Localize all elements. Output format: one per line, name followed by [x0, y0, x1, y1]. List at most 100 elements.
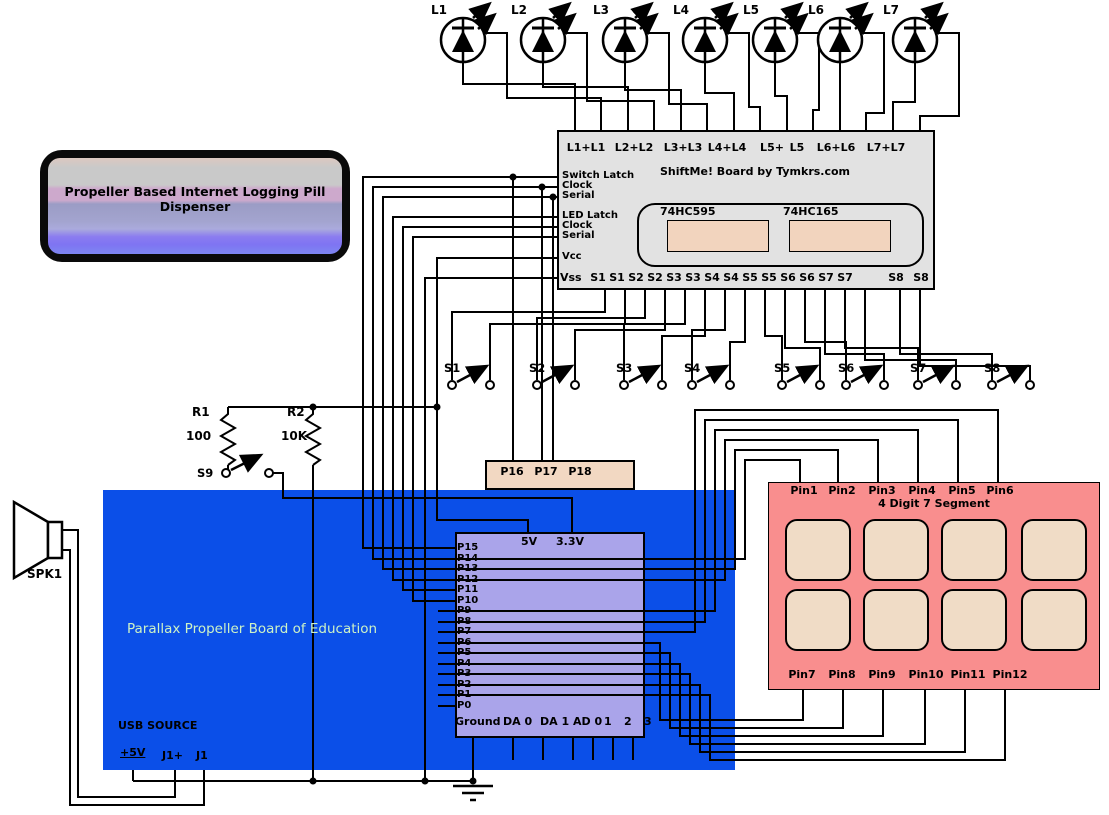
- speaker-driver: [46, 520, 64, 560]
- switch-terminal: [1025, 380, 1035, 390]
- digit-5: [785, 589, 851, 651]
- led-label: L1: [431, 3, 447, 17]
- switch-lever: [996, 364, 1030, 385]
- proto-bottom-pin-label: DA 0: [503, 715, 533, 728]
- switch-feed-wire: [899, 290, 993, 380]
- proto-pin-label: P8: [457, 616, 472, 627]
- segment-board-title: 4 Digit 7 Segment: [878, 497, 990, 510]
- usb-source-label: USB SOURCE: [118, 719, 198, 732]
- led-cathode-wire: [565, 32, 655, 118]
- switch-feed-wire: [623, 290, 686, 380]
- led-anode-triangle: [764, 30, 786, 52]
- switch-terminal: [619, 380, 629, 390]
- switch-return-wire: [574, 290, 666, 380]
- led-anode-wire: [774, 62, 788, 118]
- switch-terminal: [951, 380, 961, 390]
- proto-pin-label: P2: [457, 679, 472, 690]
- proto-bottom-pin-label: 1: [604, 715, 612, 728]
- shiftme-bottom-pin-label: S5: [761, 271, 777, 284]
- proto-bottom-pin-label: Ground: [455, 715, 501, 728]
- led-emission-arrow: [630, 1, 654, 25]
- switch-terminal: [264, 468, 274, 478]
- resistor-body: [303, 407, 323, 466]
- shiftme-bottom-pin-label: S3: [666, 271, 682, 284]
- switch-return-wire: [489, 290, 626, 380]
- segment-top-pin-label: Pin5: [948, 484, 976, 497]
- shiftme-bottom-pin-label: S4: [723, 271, 739, 284]
- switch-lever: [850, 364, 884, 385]
- led-body: [601, 16, 649, 64]
- shiftme-left-pin-label: Switch Latch: [562, 170, 635, 181]
- switch-label: S8: [984, 361, 1000, 375]
- shiftme-top-pin-label: L5+: [760, 141, 784, 154]
- propeller-proto-board: [455, 532, 645, 738]
- proto-pin-label: P15: [457, 542, 479, 553]
- switch-feed-wire: [451, 290, 606, 380]
- shiftme-bottom-pin-label: S7: [837, 271, 853, 284]
- shiftme-left-pin-label: Serial: [562, 190, 595, 201]
- led-anode-wire: [892, 62, 916, 118]
- switch-label: S1: [444, 361, 460, 375]
- shiftme-top-pin-label: L6+L6: [816, 141, 856, 154]
- shiftme-top-pin-label: L5: [789, 141, 805, 154]
- led-anode-triangle: [452, 30, 474, 52]
- proto-pin-label: P14: [457, 553, 479, 564]
- speaker-label: SPK1: [27, 567, 62, 581]
- led-body: [816, 16, 864, 64]
- digit-8: [1021, 589, 1087, 651]
- shiftme-bottom-pin-label: S1: [609, 271, 625, 284]
- led-body: [891, 16, 939, 64]
- led-emission-arrow: [845, 1, 869, 25]
- junction-dot: [509, 173, 517, 181]
- digit-3: [941, 519, 1007, 581]
- proto-pin-label: P12: [457, 574, 479, 585]
- digit-6: [863, 589, 929, 651]
- switch-terminal: [841, 380, 851, 390]
- shiftme-bottom-pin-label: S1: [590, 271, 606, 284]
- led-label: L2: [511, 3, 527, 17]
- segment-bottom-pin-label: Pin7: [788, 668, 816, 681]
- switch-lever: [786, 364, 820, 385]
- led-emission-arrow: [635, 12, 659, 36]
- led-emission-arrow: [473, 12, 497, 36]
- led-anode-wire: [462, 62, 576, 118]
- switch-return-wire: [824, 290, 885, 380]
- boe-title: Parallax Propeller Board of Education: [127, 621, 378, 637]
- resistor-name: R1: [192, 405, 210, 419]
- switch-lever: [541, 364, 575, 385]
- segment-top-pin-label: Pin6: [986, 484, 1014, 497]
- proto-bottom-pin-label: AD 0: [573, 715, 603, 728]
- segment-bottom-pin-label: Pin10: [908, 668, 944, 681]
- switch-lever: [696, 364, 730, 385]
- led-anode-triangle: [829, 30, 851, 52]
- resistor-body: [218, 407, 238, 466]
- junction-dot: [433, 403, 441, 411]
- switch-terminal: [485, 380, 495, 390]
- led-emission-arrow: [780, 1, 804, 25]
- led-body: [519, 16, 567, 64]
- led-cathode-wire: [727, 32, 761, 118]
- led-label: L7: [883, 3, 899, 17]
- resistor-value: 100: [186, 429, 211, 443]
- digit-1: [785, 519, 851, 581]
- shiftme-bottom-pin-label: S8: [888, 271, 904, 284]
- digit-2: [863, 519, 929, 581]
- switch-feed-wire: [536, 290, 646, 380]
- segment-bottom-pin-label: Pin8: [828, 668, 856, 681]
- led-body: [681, 16, 729, 64]
- junction-dot: [549, 193, 557, 201]
- led-anode-wire: [624, 62, 682, 118]
- led-anode-wire: [704, 62, 735, 118]
- shiftme-top-pin-label: L2+L2: [614, 141, 654, 154]
- switch-return-wire: [729, 290, 746, 380]
- led-label: L6: [808, 3, 824, 17]
- led-cathode-wire: [919, 32, 960, 118]
- chip-74hc165: [789, 220, 891, 252]
- proto-pin-label: P9: [457, 605, 472, 616]
- switch-terminal: [447, 380, 457, 390]
- speaker-cone: [12, 499, 50, 581]
- proto-3v3-label: 3.3V: [556, 535, 584, 548]
- proto-pin-label: P5: [457, 647, 472, 658]
- led-anode-triangle: [694, 30, 716, 52]
- proto-bottom-pin-label: 3: [644, 715, 652, 728]
